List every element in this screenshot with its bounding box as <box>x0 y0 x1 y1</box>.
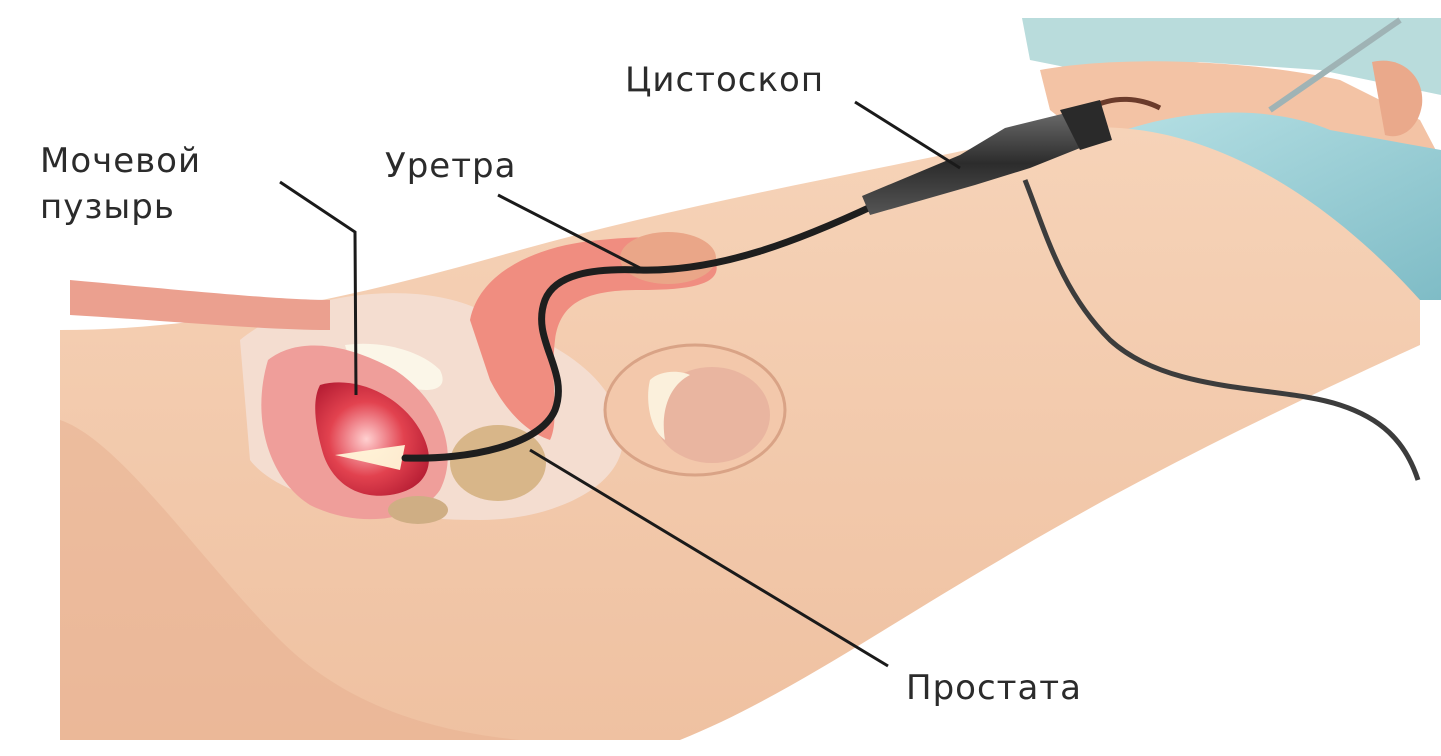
label-bladder-line1: Мочевой <box>40 138 201 184</box>
gut-layer <box>70 280 330 330</box>
prostate-lower <box>388 496 448 524</box>
label-prostate: Простата <box>906 668 1082 708</box>
label-cystoscope: Цистоскоп <box>625 60 824 100</box>
glans <box>620 232 716 284</box>
leader-line-cystoscope <box>855 102 960 168</box>
testis <box>605 345 785 475</box>
label-bladder: Мочевой пузырь <box>40 138 201 230</box>
label-bladder-line2: пузырь <box>40 184 201 230</box>
label-urethra: Уретра <box>385 146 516 186</box>
